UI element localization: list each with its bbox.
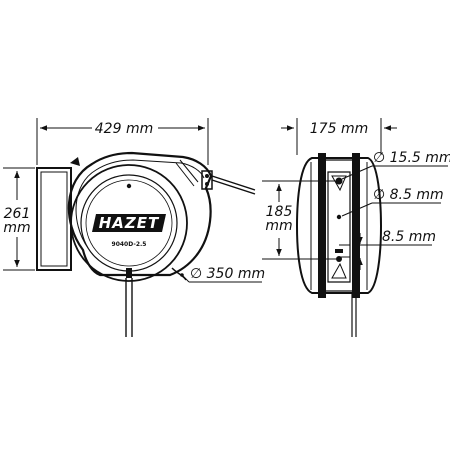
mount-height-dimension: 185 mm xyxy=(262,180,336,260)
hole-small-label: ∅ 8.5 mm xyxy=(373,187,444,203)
height-dimension: 261 mm xyxy=(3,167,35,271)
hole-large-leader: ∅ 15.5 mm xyxy=(341,150,450,180)
height-label-value: 261 xyxy=(4,206,31,222)
mount-height-value: 185 xyxy=(266,204,293,220)
diameter-leader: ∅ 350 mm xyxy=(180,266,265,283)
hole-large-label: ∅ 15.5 mm xyxy=(373,150,450,166)
hose-down xyxy=(125,268,133,337)
latch-icon xyxy=(70,157,80,166)
drum-hub-dot xyxy=(126,183,132,189)
hazet-logo: HAZET 9040D-2.5 xyxy=(92,214,166,248)
side-view: 175 mm 185 mm ∅ 15.5 mm ∅ 8.5 mm xyxy=(262,118,450,337)
mount-height-unit: mm xyxy=(265,218,292,234)
depth-dimension: 175 mm xyxy=(281,118,397,155)
model-text: 9040D-2.5 xyxy=(112,241,147,248)
hole-small-leader: ∅ 8.5 mm xyxy=(341,187,444,217)
height-label-unit: mm xyxy=(3,220,30,236)
depth-label: 175 mm xyxy=(310,121,368,137)
slot xyxy=(335,249,343,253)
width-dimension: 429 mm xyxy=(36,118,209,165)
slot-leader: 8.5 mm xyxy=(339,229,436,270)
wall-bracket xyxy=(36,167,72,271)
hole-small xyxy=(336,214,342,220)
hole-large xyxy=(335,177,343,185)
front-view: HAZET 9040D-2.5 429 mm 261 mm xyxy=(3,118,265,337)
brand-text: HAZET xyxy=(99,214,160,232)
diameter-label: ∅ 350 mm xyxy=(190,266,265,282)
width-label: 429 mm xyxy=(95,121,153,137)
slot-label: 8.5 mm xyxy=(382,229,436,245)
